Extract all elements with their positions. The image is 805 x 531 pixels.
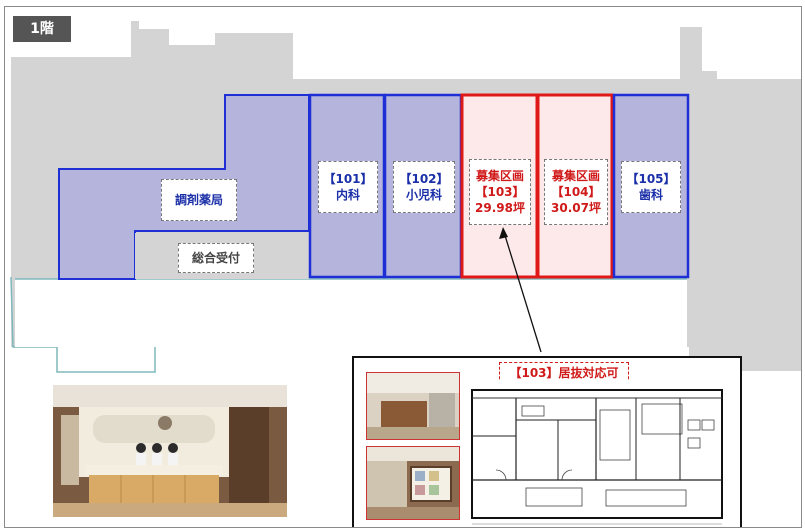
interior-photo-2	[366, 446, 460, 520]
unit-103-inset: 【103】居抜対応可	[352, 356, 742, 527]
label-101: 【101】 内科	[318, 161, 378, 213]
interior-photo-1	[366, 372, 460, 440]
unit-103-floorplan	[466, 380, 728, 527]
label-104: 募集区画 【104】 30.07坪	[544, 159, 608, 225]
label-reception: 総合受付	[178, 243, 254, 273]
label-pharmacy: 調剤薬局	[161, 179, 237, 221]
pointer-arrow	[502, 228, 542, 353]
arrow-head	[499, 227, 508, 239]
label-105: 【105】 歯科	[621, 161, 681, 213]
corridor-area	[15, 279, 687, 347]
floor-map-frame: 1階 調剤薬局 総合受付 【101】 内科	[4, 6, 802, 528]
floor-label: 1階	[13, 16, 71, 42]
reception-photo	[53, 385, 287, 517]
label-103: 募集区画 【103】 29.98坪	[469, 159, 531, 225]
inset-title: 【103】居抜対応可	[499, 362, 629, 384]
label-102: 【102】 小児科	[393, 161, 455, 213]
